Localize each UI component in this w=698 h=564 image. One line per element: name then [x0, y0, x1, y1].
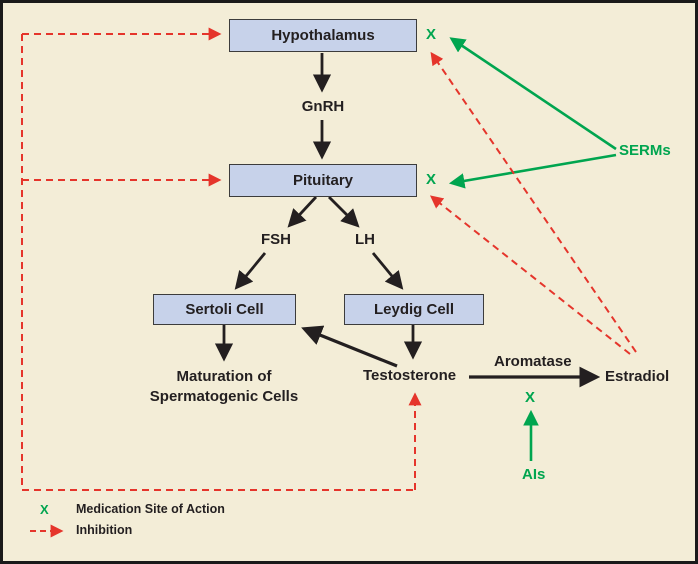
- label-testosterone: Testosterone: [363, 367, 457, 384]
- node-leydig-label: Leydig Cell: [373, 301, 455, 318]
- arrow-pituitary-lh: [328, 196, 360, 228]
- label-estradiol: Estradiol: [605, 368, 670, 385]
- arrow-fsh-sertoli: [234, 252, 267, 290]
- arrow-testosterone-sertoli: [301, 325, 398, 368]
- node-sertoli-label: Sertoli Cell: [185, 301, 264, 318]
- arrow-estradiol-pituitary: [429, 195, 631, 355]
- label-gnrh: GnRH: [301, 98, 345, 115]
- arrow-serms-pituitary-x: [448, 153, 617, 189]
- x-mark-aromatase: X: [525, 389, 536, 406]
- x-mark-pituitary: X: [426, 171, 437, 188]
- label-maturation: Maturation of Spermatogenic Cells: [149, 368, 299, 405]
- node-hypothalamus-label: Hypothalamus: [271, 27, 375, 44]
- arrow-serms-hypothalamus-x: [449, 37, 617, 151]
- arrow-estradiol-hypothalamus: [430, 51, 637, 353]
- node-pituitary: Pituitary: [229, 164, 417, 197]
- label-ais: AIs: [522, 466, 546, 483]
- label-aromatase: Aromatase: [494, 353, 572, 370]
- label-fsh: FSH: [261, 231, 291, 248]
- node-sertoli-cell: Sertoli Cell: [153, 294, 296, 325]
- legend-x-symbol: X: [40, 502, 49, 517]
- legend-medication-site-label: Medication Site of Action: [76, 502, 225, 516]
- arrow-layer: [21, 27, 637, 538]
- node-pituitary-label: Pituitary: [292, 172, 353, 189]
- label-lh: LH: [355, 231, 375, 248]
- x-mark-hypothalamus: X: [426, 26, 437, 43]
- node-hypothalamus: Hypothalamus: [229, 19, 417, 52]
- arrow-pituitary-fsh: [287, 196, 318, 228]
- node-leydig-cell: Leydig Cell: [344, 294, 484, 325]
- legend-inhibition-label: Inhibition: [76, 523, 133, 537]
- arrow-lh-leydig: [371, 252, 404, 290]
- label-serms: SERMs: [619, 142, 671, 159]
